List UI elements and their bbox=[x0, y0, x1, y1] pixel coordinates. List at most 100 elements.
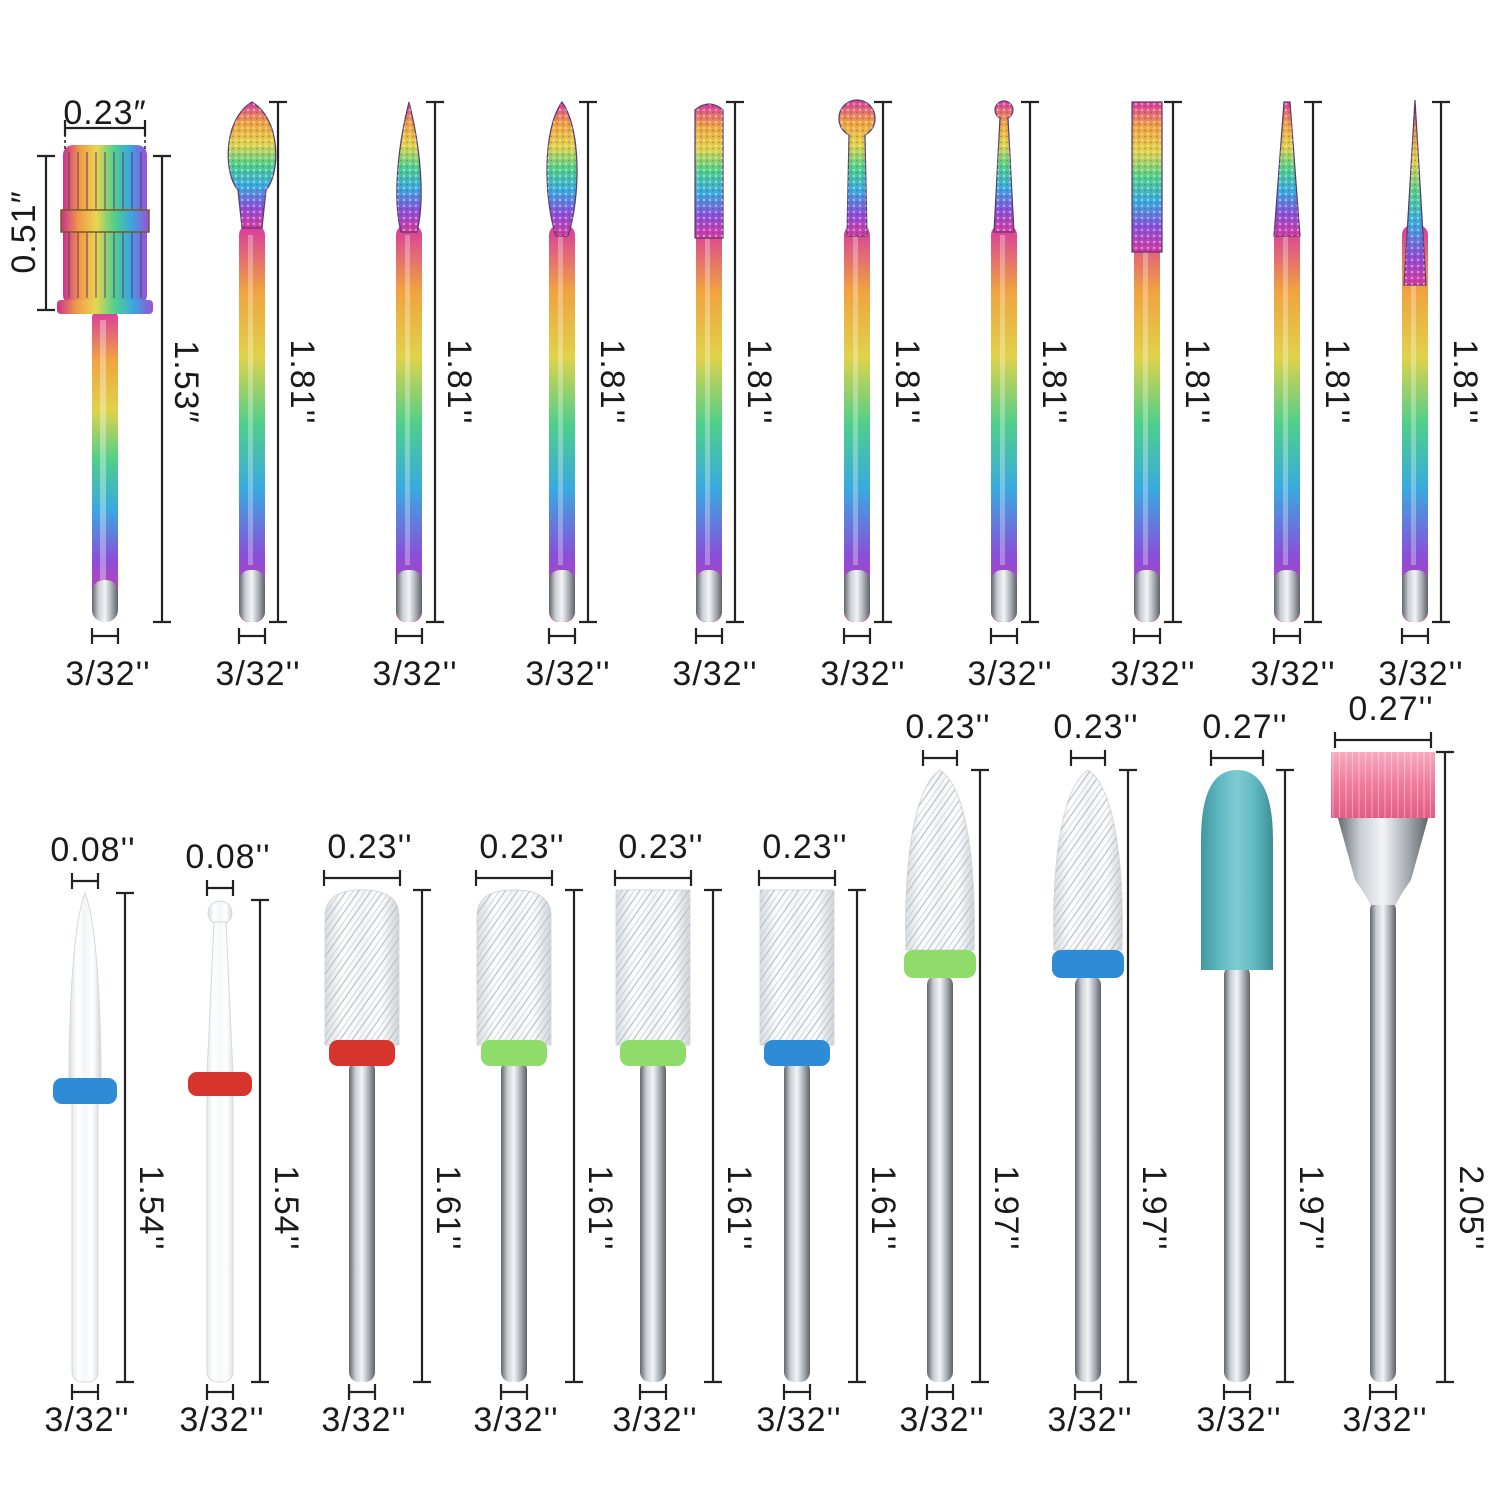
bit-length-label: 1.54'' bbox=[267, 1165, 305, 1251]
bit-diameter-label: 0.23'' bbox=[762, 828, 848, 866]
bit-length-label: 1.61'' bbox=[581, 1165, 619, 1251]
bit-head-grit bbox=[228, 102, 276, 228]
needle-cone-bit bbox=[1400, 99, 1450, 644]
bit-shank-label: 3/32'' bbox=[612, 1401, 698, 1439]
needle-flame-bit bbox=[394, 100, 444, 644]
bit-head-knurl bbox=[616, 890, 690, 1045]
bit-shank bbox=[239, 225, 265, 622]
bit-shank-label: 3/32'' bbox=[179, 1401, 265, 1439]
bit-ring bbox=[188, 1072, 252, 1096]
small-ball-bit bbox=[989, 100, 1039, 644]
bit-ring bbox=[1052, 950, 1124, 978]
bit-length-label: 1.54'' bbox=[132, 1165, 170, 1251]
bit-length-label: 1.61'' bbox=[864, 1165, 902, 1251]
mandrel-bit bbox=[37, 120, 171, 644]
bit-shank-label: 3/32'' bbox=[1110, 655, 1196, 693]
bit-head-grit bbox=[695, 104, 723, 238]
bit-shank-tip bbox=[1274, 570, 1300, 622]
bit-length-label: 1.97'' bbox=[1135, 1165, 1173, 1251]
bit-length-label: 2.05'' bbox=[1452, 1165, 1490, 1251]
bit-length-label: 1.61'' bbox=[720, 1165, 758, 1251]
bit-shine bbox=[558, 235, 563, 565]
bit-diameter-label: 0.23'' bbox=[479, 828, 565, 866]
bit-length-label: 1.81'' bbox=[888, 339, 926, 425]
bit-shank bbox=[1224, 965, 1250, 1382]
bit-shank-label: 3/32'' bbox=[215, 655, 301, 693]
mandrel-head-height-label: 0.51″ bbox=[5, 190, 43, 274]
brush-cup bbox=[1337, 815, 1429, 905]
bit-diameter-label: 0.23'' bbox=[618, 828, 704, 866]
bit-shank bbox=[1075, 975, 1101, 1382]
bit-head bbox=[1201, 770, 1273, 970]
bit-ring bbox=[904, 950, 976, 978]
bit-head-knurl bbox=[760, 890, 834, 1045]
flame-bit bbox=[227, 100, 287, 644]
bit-shank-label: 3/32'' bbox=[967, 655, 1053, 693]
bit-shine bbox=[1000, 235, 1005, 565]
bit-shank-tip bbox=[696, 570, 722, 622]
bit-shank-label: 3/32'' bbox=[672, 655, 758, 693]
bit-head-grit bbox=[838, 100, 876, 236]
bit-diameter-label: 0.08'' bbox=[50, 831, 136, 869]
bit-shank-label: 3/32'' bbox=[525, 655, 611, 693]
bit-head-knurl bbox=[477, 890, 551, 1045]
ceramic-barrel-fine bbox=[757, 870, 866, 1400]
bit-length-label: 1.81'' bbox=[1446, 339, 1484, 425]
bit-shank-tip bbox=[1402, 570, 1428, 622]
bit-shank bbox=[396, 225, 422, 622]
bit-diameter-label: 0.27'' bbox=[1348, 690, 1434, 728]
bit-shank-label: 3/32'' bbox=[1378, 655, 1464, 693]
bit-head-grit bbox=[1132, 102, 1162, 252]
bit-shank-label: 3/32'' bbox=[44, 1401, 130, 1439]
bit-shank bbox=[71, 1079, 99, 1383]
bit-diameter-label: 0.27'' bbox=[1202, 708, 1288, 746]
ceramic-barrel-medium bbox=[613, 870, 722, 1400]
bit-shank-label: 3/32'' bbox=[756, 1401, 842, 1439]
bit-diameter-label: 0.23'' bbox=[1053, 708, 1139, 746]
bit-diameter-label: 0.23'' bbox=[905, 708, 991, 746]
bit-length-label: 1.81'' bbox=[1318, 339, 1356, 425]
bit-shine bbox=[853, 235, 858, 565]
ceramic-flame-fine bbox=[1052, 750, 1137, 1400]
bit-head-grit bbox=[396, 102, 422, 232]
bit-head-knurl bbox=[905, 770, 975, 950]
bit-shank bbox=[1402, 225, 1428, 622]
cleaning-brush-bit bbox=[1331, 732, 1454, 1400]
bit-shank-tip bbox=[396, 570, 422, 622]
bit-shank bbox=[1134, 225, 1160, 622]
bit-shank-tip bbox=[1134, 570, 1160, 622]
bit-shank-label: 3/32'' bbox=[899, 1401, 985, 1439]
mandrel-band bbox=[60, 209, 150, 233]
bit-shank-label: 3/32'' bbox=[1047, 1401, 1133, 1439]
bit-head-knurl bbox=[325, 890, 399, 1045]
bit-shine bbox=[1143, 235, 1148, 565]
bit-shank-label: 3/32'' bbox=[372, 655, 458, 693]
brush-bristles bbox=[1331, 752, 1435, 818]
bit-shine bbox=[248, 235, 253, 565]
cone-bit bbox=[1272, 100, 1322, 644]
bit-neck bbox=[206, 921, 234, 1076]
bit-shank bbox=[1274, 225, 1300, 622]
bit-length-label: 1.81'' bbox=[740, 339, 778, 425]
mandrel-length-label: 1.53″ bbox=[167, 340, 205, 424]
bit-head-knurl bbox=[1053, 770, 1123, 950]
bit-shank-label: 3/32'' bbox=[473, 1401, 559, 1439]
ceramic-ball-bit bbox=[188, 880, 269, 1400]
bit-ring bbox=[53, 1078, 117, 1104]
ceramic-needle-bit bbox=[53, 873, 134, 1400]
bit-shank bbox=[696, 225, 722, 622]
bit-shank bbox=[501, 1060, 527, 1382]
bit-length-label: 1.81'' bbox=[440, 339, 478, 425]
bit-length-label: 1.81'' bbox=[283, 339, 321, 425]
small-flame-bit bbox=[546, 100, 597, 644]
mandrel-head-diameter-label: 0.23″ bbox=[63, 94, 147, 132]
bit-shine bbox=[1283, 235, 1288, 565]
bit-head-grit bbox=[546, 102, 578, 236]
bit-head bbox=[207, 900, 233, 926]
bit-shank bbox=[206, 1079, 234, 1383]
bit-shank-label: 3/32'' bbox=[820, 655, 906, 693]
bit-length-label: 1.81'' bbox=[593, 339, 631, 425]
rubber-polisher-bit bbox=[1201, 750, 1294, 1400]
